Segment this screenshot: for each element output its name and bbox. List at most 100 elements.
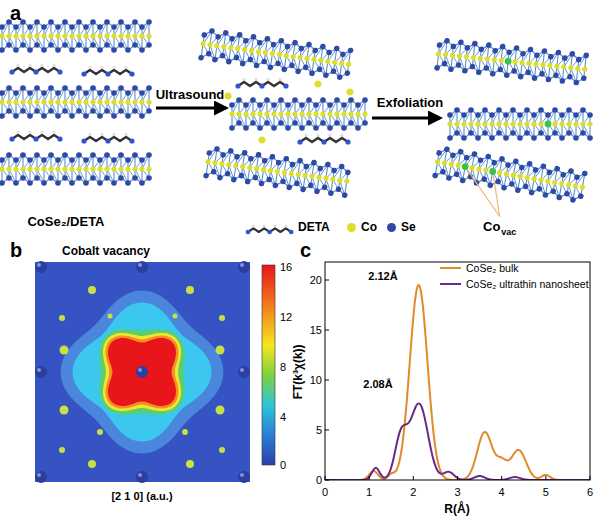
illustration-part	[236, 111, 241, 116]
illustration-part	[552, 179, 558, 185]
illustration-part	[576, 57, 582, 63]
tick-mark	[325, 330, 329, 331]
tick-label: 6	[587, 486, 593, 499]
selenium-atom	[136, 471, 148, 483]
illustration-part	[69, 166, 74, 171]
illustration-part	[105, 71, 110, 76]
illustration-part	[53, 131, 55, 133]
illustration-part	[289, 230, 294, 235]
illustration-part	[118, 33, 123, 38]
illustration-part	[539, 71, 545, 77]
illustration-part	[475, 112, 481, 118]
colorbar	[262, 265, 275, 465]
illustration-part	[477, 55, 483, 61]
illustration-part	[476, 69, 482, 75]
illustration-part	[48, 19, 54, 25]
illustration-part	[510, 172, 516, 178]
selenium-atom	[136, 366, 148, 378]
legend-line	[440, 283, 461, 285]
tick-mark	[590, 476, 591, 480]
illustration-part	[264, 120, 270, 126]
illustration-part	[573, 121, 578, 126]
selenium-atom	[35, 471, 47, 483]
illustration-part	[27, 166, 32, 171]
illustration-part	[344, 178, 350, 184]
illustration-part	[566, 107, 572, 113]
illustration-part	[545, 112, 551, 118]
selenium-atom	[136, 261, 148, 273]
illustration-part	[491, 57, 497, 63]
illustration-part	[76, 166, 81, 171]
illustration-part	[447, 112, 453, 118]
illustration-part	[512, 59, 518, 65]
illustration-part	[41, 64, 43, 66]
illustration-part	[69, 24, 75, 30]
illustration-part	[206, 51, 212, 57]
illustration-part	[519, 60, 525, 66]
illustration-part	[129, 138, 134, 143]
illustration-part	[104, 99, 109, 104]
crystal-slab	[432, 145, 588, 205]
density-contour	[105, 335, 178, 408]
illustration-part	[139, 166, 144, 171]
illustration-part	[559, 112, 565, 118]
illustration-part	[247, 56, 253, 62]
deta-molecule	[246, 225, 294, 234]
illustration-part	[573, 112, 579, 118]
illustration-part	[69, 47, 75, 53]
illustration-part	[41, 157, 47, 163]
illustration-part	[62, 108, 68, 114]
illustration-part	[125, 166, 130, 171]
illustration-part	[566, 121, 571, 126]
illustration-part	[27, 33, 32, 38]
legend-label: Se	[401, 221, 416, 235]
process-label: Ultrasound	[156, 88, 225, 103]
illustration-part	[90, 42, 96, 48]
illustration-part	[524, 130, 530, 136]
illustration-part	[587, 135, 593, 141]
illustration-part	[559, 181, 565, 187]
illustration-part	[125, 133, 127, 135]
illustration-part	[503, 171, 509, 177]
illustration-part	[501, 184, 507, 190]
illustration-part	[486, 42, 492, 48]
illustration-part	[305, 134, 307, 136]
illustration-part	[290, 54, 296, 60]
cobalt-atom	[216, 406, 225, 415]
illustration-part	[83, 166, 88, 171]
illustration-part	[541, 48, 547, 54]
illustration-part	[518, 74, 524, 80]
illustration-part	[538, 177, 544, 183]
illustration-part	[48, 42, 54, 48]
illustration-part	[76, 152, 82, 158]
illustration-part	[326, 49, 332, 55]
illustration-part	[562, 55, 568, 61]
illustration-part	[0, 113, 5, 119]
illustration-part	[90, 85, 96, 91]
illustration-part	[540, 62, 546, 68]
illustration-part	[308, 182, 314, 188]
selenium-atom	[238, 366, 250, 378]
density-contour	[108, 338, 176, 406]
illustration-part	[83, 24, 89, 30]
illustration-part	[268, 168, 274, 174]
illustration-part	[20, 152, 26, 158]
illustration-part	[459, 177, 465, 183]
illustration-part	[97, 166, 102, 171]
illustration-part	[13, 166, 18, 171]
illustration-part	[111, 113, 117, 119]
illustration-part	[299, 125, 305, 131]
illustration-part	[205, 159, 211, 165]
illustration-part	[132, 108, 138, 114]
illustration-part	[496, 130, 502, 136]
illustration-part	[104, 33, 109, 38]
illustration-part	[280, 178, 286, 184]
illustration-part	[572, 183, 578, 189]
illustration-part	[288, 171, 294, 177]
illustration-part	[341, 134, 343, 136]
illustration-part	[69, 99, 74, 104]
illustration-part	[552, 121, 557, 126]
atom-highlight	[37, 473, 41, 477]
illustration-part	[570, 197, 576, 203]
colorbar-tick: 8	[280, 361, 286, 374]
